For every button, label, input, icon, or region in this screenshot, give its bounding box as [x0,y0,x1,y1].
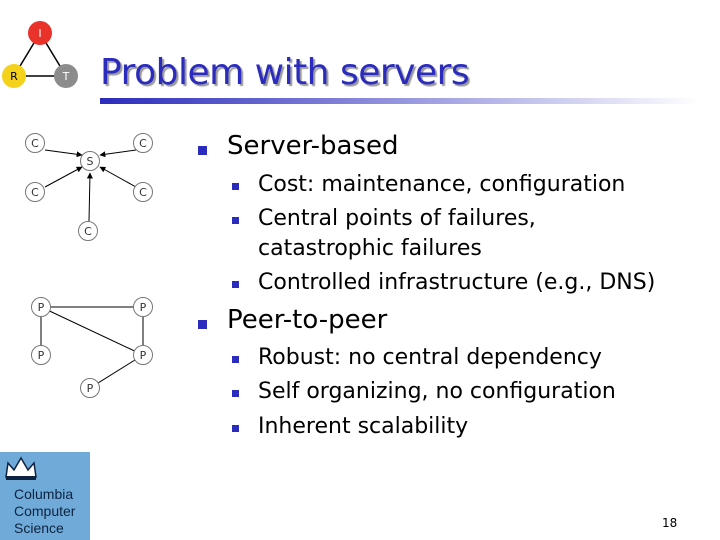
logo-node-left [2,64,26,88]
columbia-logo [0,452,90,540]
edge-c1-s [44,149,83,158]
server-node: S [80,151,100,171]
bullet-item: Controlled infrastructure (e.g., DNS) [258,270,656,295]
logo-node-top-label: I [38,27,41,40]
client-node: C [133,133,153,153]
client-node: C [78,221,98,241]
crown-icon [5,456,37,480]
client-node: C [133,182,153,202]
edge-c2-s [99,149,137,158]
peer-node: P [31,297,51,317]
client-node: C [25,182,45,202]
peer-node: P [133,297,153,317]
bullet-marker [232,183,239,190]
client-node: C [25,133,45,153]
bullet-heading-peer-to-peer: Peer-to-peer [227,305,388,335]
bullet-heading-server-based: Server-based [227,131,399,161]
bullet-marker [232,356,239,363]
bullet-item: Central points of failures, catastrophic… [258,206,536,261]
peer-node: P [133,345,153,365]
server-diagram [44,149,137,222]
bullet-marker [198,320,207,329]
edge-c3-s [44,166,83,188]
bullet-marker [232,281,239,288]
logo-node-right [54,64,78,88]
bullet-marker [232,425,239,432]
title-underline [100,98,700,104]
logo-node-right-label: T [62,70,70,83]
page-number: 18 [662,516,678,530]
bullet-marker [198,146,207,155]
bullet-item: Inherent scalability [258,414,469,439]
peer-node: P [31,345,51,365]
p2p-edge-diagonal [40,306,144,356]
bullet-marker [232,390,239,397]
bullet-item: Robust: no central dependency [258,345,602,370]
slide-title: Problem with servers [100,52,470,93]
logo-node-left-label: R [10,70,18,83]
logo-text: Columbia Computer Science [14,486,76,536]
edge-c4-s [99,166,137,188]
bullet-marker [232,217,239,224]
bullet-item: Self organizing, no configuration [258,379,616,404]
peer-node: P [80,378,100,398]
bullet-item: Cost: maintenance, configuration [258,172,626,197]
irt-logo-graph: I R T [2,21,78,88]
logo-node-top [28,21,52,45]
edge-c5-s [86,172,93,222]
